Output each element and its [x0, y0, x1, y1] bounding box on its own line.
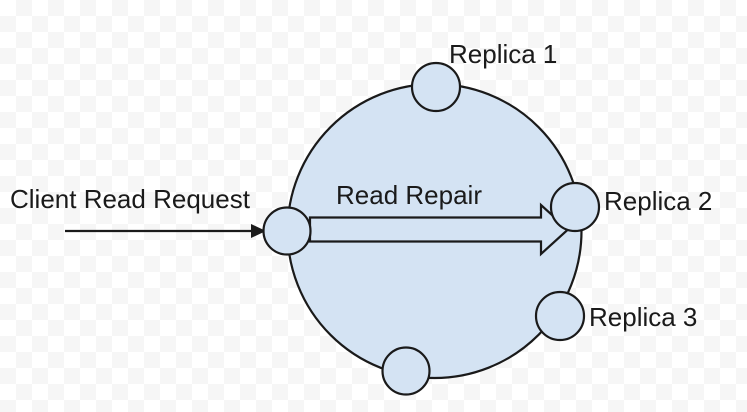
client-read-request-arrowhead-icon — [251, 224, 266, 238]
node-replica-3 — [534, 290, 586, 342]
node-bottom — [381, 346, 431, 396]
replica-2-label: Replica 2 — [604, 186, 712, 216]
client-read-request-label: Client Read Request — [10, 184, 251, 214]
node-replica-1 — [410, 61, 462, 113]
node-coordinator-left — [262, 206, 312, 256]
node-replica-2 — [549, 181, 601, 233]
replica-1-label: Replica 1 — [449, 39, 557, 69]
read-repair-block-arrow-icon — [308, 202, 570, 257]
replica-3-label: Replica 3 — [589, 302, 697, 332]
read-repair-label: Read Repair — [336, 180, 482, 210]
